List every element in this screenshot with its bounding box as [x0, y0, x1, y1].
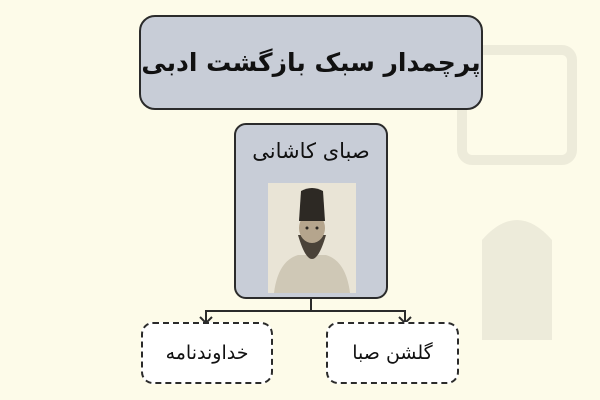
work-box-khodavandnameh: خداوندنامه — [141, 322, 273, 384]
work-label: خداوندنامه — [165, 342, 249, 364]
title-box: پرچمدار سبک بازگشت ادبی — [139, 15, 483, 110]
person-card: صبای کاشانی — [234, 123, 388, 299]
work-box-golshan-saba: گلشن صبا — [326, 322, 459, 384]
person-name: صبای کاشانی — [252, 139, 370, 163]
work-label: گلشن صبا — [352, 342, 433, 364]
portrait-icon — [268, 183, 356, 293]
diagram-title: پرچمدار سبک بازگشت ادبی — [141, 48, 481, 77]
